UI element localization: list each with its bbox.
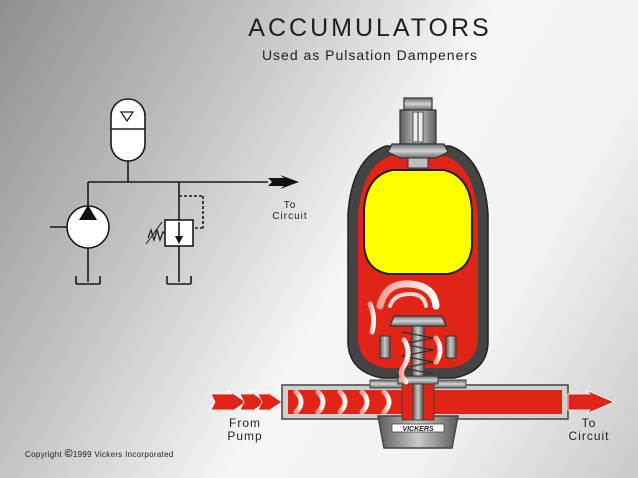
slide-title: ACCUMULATORS [248, 14, 492, 42]
circuit-text: Circuit [568, 429, 610, 443]
from-text: From [229, 416, 261, 430]
to-circuit-label: To Circuit [562, 417, 616, 443]
to-circuit-arrow-icon [268, 175, 299, 189]
gas-valve [387, 97, 449, 169]
pump-text: Pump [227, 429, 263, 443]
pump-symbol [50, 182, 110, 285]
from-pump-label: From Pump [218, 417, 272, 443]
vickers-brand: VICKERS [402, 426, 433, 433]
to-text: To [581, 416, 597, 430]
shell-flow-swirls [367, 280, 443, 385]
gas-bladder [363, 169, 473, 275]
inlet-arrows [210, 389, 283, 415]
slide-subtitle: Used as Pulsation Dampeners [261, 47, 479, 63]
copyright-notice: Copyright ©1999 Vickers Incorporated [25, 448, 174, 460]
schematic-to-circuit-label: To Circuit [268, 200, 312, 222]
poppet-valve [389, 315, 447, 421]
pipe-flow-swirls [293, 389, 392, 415]
schematic-circuit-text: Circuit [272, 211, 308, 222]
spring-icon [147, 227, 166, 243]
poppet-spring-icon [401, 331, 435, 375]
outlet-arrow-icon [567, 389, 616, 415]
accumulator-symbol [110, 98, 146, 182]
copyright-icon: © [64, 448, 73, 460]
copyright-prefix: Copyright [25, 450, 62, 459]
copyright-text: 1999 Vickers Incorporated [72, 450, 174, 459]
accumulator-cutaway: VICKERS [210, 97, 616, 449]
hydraulic-schematic [50, 98, 299, 285]
schematic-to-text: To [283, 200, 297, 211]
relief-valve-symbol [145, 182, 204, 285]
